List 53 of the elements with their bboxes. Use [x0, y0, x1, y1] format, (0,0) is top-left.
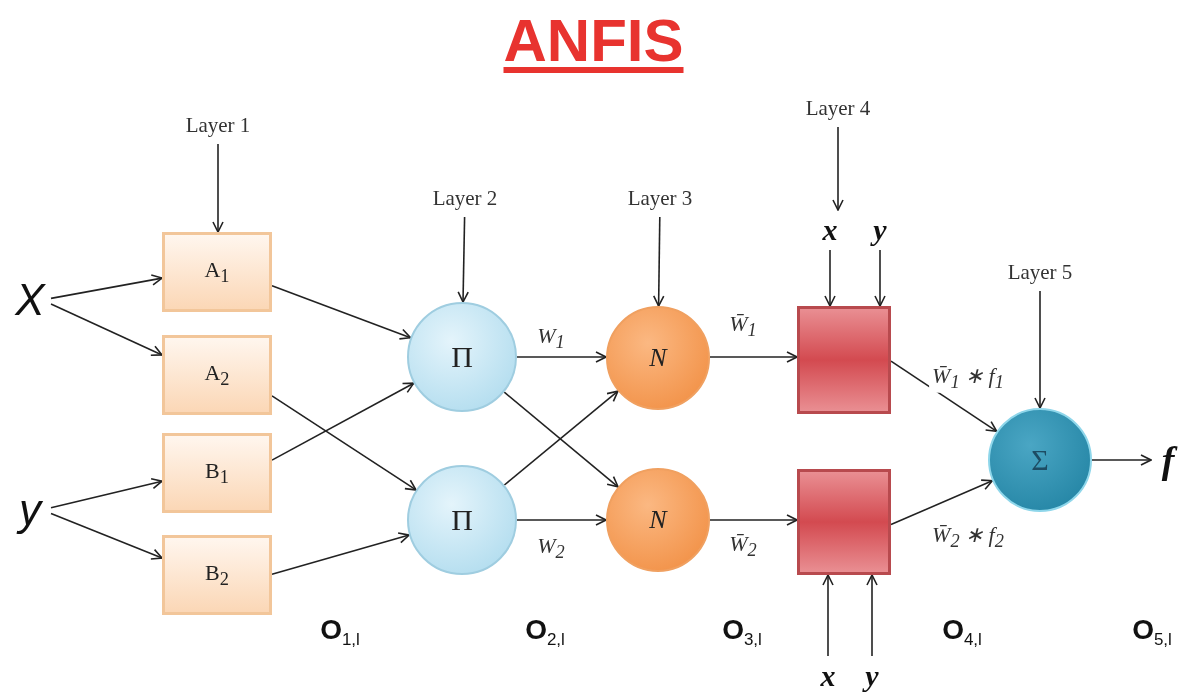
arrow: [271, 395, 417, 491]
arrow: [516, 514, 607, 526]
input-variable: y: [868, 214, 892, 246]
layer-label: Layer 3: [617, 183, 703, 213]
input-variable: x: [818, 214, 842, 246]
arrow: [516, 351, 607, 363]
membership-function-box: B$_{2}$: [162, 535, 272, 615]
arrow: [50, 274, 163, 300]
output-label: f: [1155, 438, 1181, 482]
arrow: [874, 249, 886, 307]
arrow: [212, 143, 224, 233]
arrow: [50, 303, 163, 357]
arrow: [824, 249, 836, 307]
membership-function-box: A$_{1}$: [162, 232, 272, 312]
summation-node: Σ: [988, 408, 1092, 512]
layer-label: Layer 2: [422, 183, 508, 213]
layer-label: Layer 4: [795, 93, 881, 123]
layer-output-label: O$_{4,l}$: [942, 613, 982, 651]
arrow: [1034, 290, 1046, 409]
normalization-node: N: [606, 468, 710, 572]
arrow: [50, 477, 163, 509]
input-variable: x: [816, 660, 840, 692]
arrow: [709, 351, 798, 363]
consequent-box: [797, 306, 891, 414]
consequent-box: [797, 469, 891, 575]
membership-function-box: B$_{1}$: [162, 433, 272, 513]
membership-function-box: A$_{2}$: [162, 335, 272, 415]
arrow: [890, 360, 998, 433]
arrow: [652, 216, 665, 307]
layer-output-label: O$_{3,l}$: [722, 613, 762, 651]
normalization-node: N: [606, 306, 710, 410]
product-node: Π: [407, 465, 517, 575]
arrow: [890, 479, 994, 526]
diagram-title: ANFIS: [503, 8, 684, 74]
arrow: [709, 514, 798, 526]
layer-label: Layer 1: [175, 110, 261, 140]
layer-output-label: O$_{2,l}$: [525, 613, 565, 651]
layer-label: Layer 5: [997, 257, 1083, 287]
product-node: Π: [407, 302, 517, 412]
arrow: [457, 216, 469, 303]
arrow: [271, 532, 410, 576]
arrow: [50, 512, 163, 560]
arrow: [271, 284, 412, 340]
input-variable: X: [13, 277, 47, 323]
layer-output-label: O$_{1,l}$: [320, 613, 360, 651]
layer-output-label: O$_{5,l}$: [1132, 613, 1172, 651]
arrow: [822, 574, 834, 657]
input-variable: y: [860, 660, 884, 692]
arrow: [1091, 454, 1152, 466]
input-variable: y: [13, 487, 47, 533]
arrow: [271, 382, 415, 461]
arrow: [866, 574, 878, 657]
arrow: [832, 126, 844, 211]
